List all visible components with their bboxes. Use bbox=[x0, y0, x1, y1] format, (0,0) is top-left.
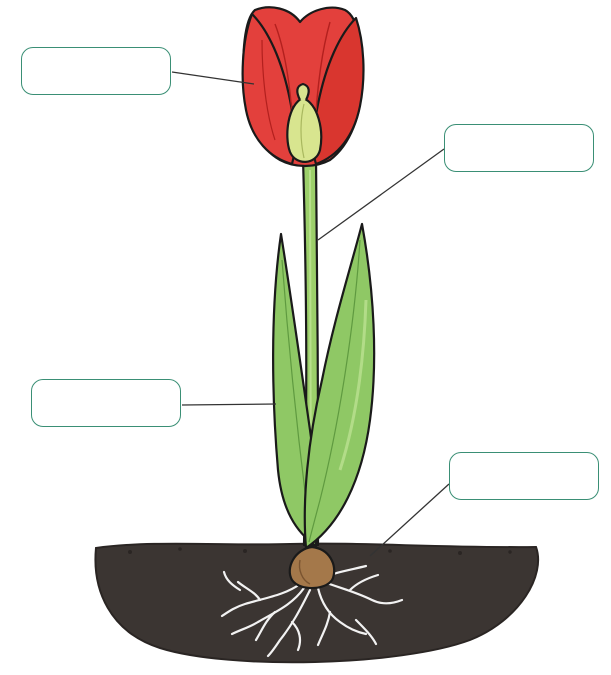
label-box-roots[interactable] bbox=[449, 452, 599, 500]
leader-line-stem bbox=[318, 149, 444, 240]
label-box-stem[interactable] bbox=[444, 124, 594, 172]
label-box-flower[interactable] bbox=[21, 47, 171, 95]
label-box-leaf[interactable] bbox=[31, 379, 181, 427]
leader-line-leaf bbox=[182, 404, 276, 405]
tulip-flower bbox=[243, 7, 364, 166]
